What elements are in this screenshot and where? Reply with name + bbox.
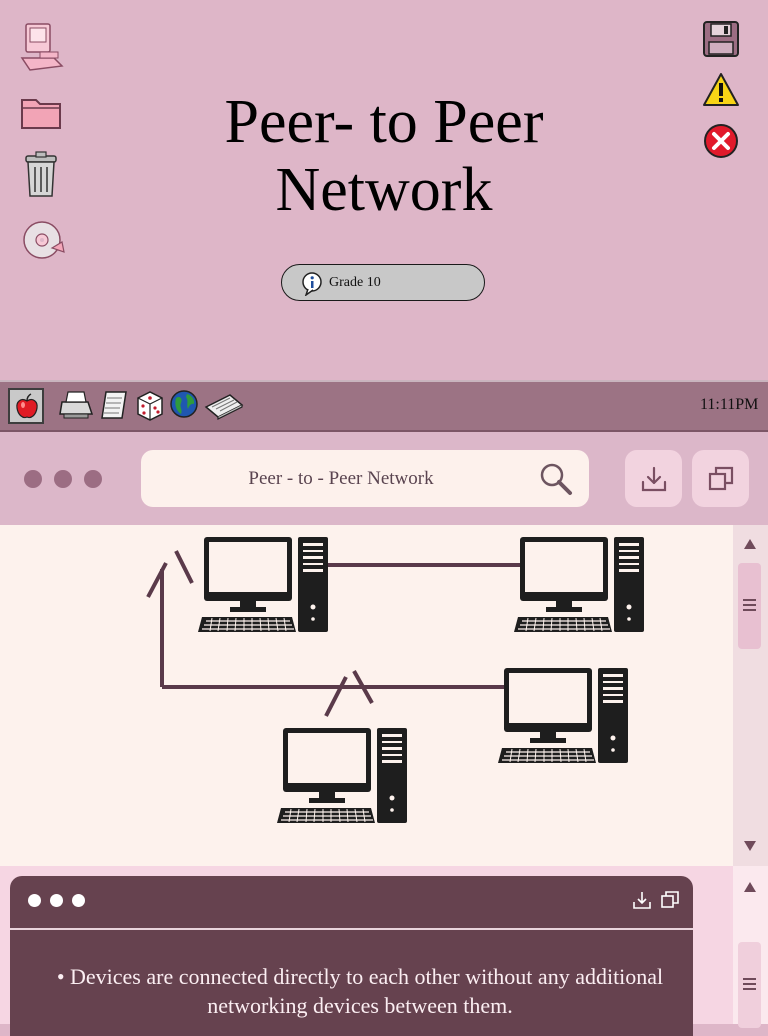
trash-icon[interactable] xyxy=(22,150,66,197)
computer-4 xyxy=(276,727,408,824)
copy-icon[interactable] xyxy=(660,890,680,915)
p2p-network-diagram xyxy=(146,536,645,824)
taskbar: 11:11PM xyxy=(0,380,768,432)
window-dot-2[interactable] xyxy=(54,470,72,488)
computer-2 xyxy=(513,536,645,633)
warning-icon xyxy=(702,72,746,116)
browser-toolbar: Peer - to - Peer Network xyxy=(0,432,768,525)
scroll-down-icon[interactable] xyxy=(743,839,757,857)
scroll-up-icon[interactable] xyxy=(743,880,757,898)
close-icon[interactable] xyxy=(702,122,746,166)
grade-badge[interactable]: Grade 10 xyxy=(281,264,485,301)
save-icon[interactable] xyxy=(702,20,746,64)
copy-icon xyxy=(707,465,735,498)
computer-3 xyxy=(497,667,629,764)
page-title: Peer- to Peer Network xyxy=(224,88,544,224)
scroll-up-icon[interactable] xyxy=(743,537,757,555)
dice-icon[interactable] xyxy=(134,388,166,427)
text-scrollbar[interactable] xyxy=(733,866,768,1028)
info-icon xyxy=(302,272,324,301)
scroll-thumb[interactable] xyxy=(738,563,761,649)
notepad-icon[interactable] xyxy=(100,388,130,427)
globe-icon[interactable] xyxy=(169,389,201,426)
diagram-panel xyxy=(0,525,733,866)
window-dot-2[interactable] xyxy=(50,894,63,907)
text-window: • Devices are connected directly to each… xyxy=(10,876,693,1036)
desktop: Peer- to Peer Network Grade 10 xyxy=(0,0,768,380)
download-icon[interactable] xyxy=(632,890,652,915)
computer-icon[interactable] xyxy=(20,22,64,71)
bullet-point: • Devices are connected directly to each… xyxy=(56,964,664,1018)
cd-icon[interactable] xyxy=(22,218,66,262)
start-button[interactable] xyxy=(8,388,44,424)
apple-icon xyxy=(14,393,40,426)
window-dot-3[interactable] xyxy=(84,470,102,488)
scanner-icon[interactable] xyxy=(204,389,244,426)
diagram-scrollbar[interactable] xyxy=(733,525,768,866)
window-divider xyxy=(10,928,693,930)
address-bar[interactable]: Peer - to - Peer Network xyxy=(141,450,589,507)
taskbar-clock: 11:11PM xyxy=(700,396,759,413)
folder-icon[interactable] xyxy=(20,94,64,138)
window-dot-1[interactable] xyxy=(28,894,41,907)
search-icon[interactable] xyxy=(539,462,573,501)
bullet-text: Devices are connected directly to each o… xyxy=(70,964,664,1018)
window-dot-3[interactable] xyxy=(72,894,85,907)
printer-icon[interactable] xyxy=(58,388,94,427)
connection-lines xyxy=(146,550,520,717)
download-icon xyxy=(640,465,668,498)
address-text: Peer - to - Peer Network xyxy=(248,468,434,489)
lower-panel: • Devices are connected directly to each… xyxy=(0,866,768,1036)
badge-label: Grade 10 xyxy=(329,275,381,290)
computer-1 xyxy=(197,536,329,633)
download-button[interactable] xyxy=(625,450,682,507)
copy-button[interactable] xyxy=(692,450,749,507)
scroll-thumb[interactable] xyxy=(738,942,761,1028)
window-dot-1[interactable] xyxy=(24,470,42,488)
